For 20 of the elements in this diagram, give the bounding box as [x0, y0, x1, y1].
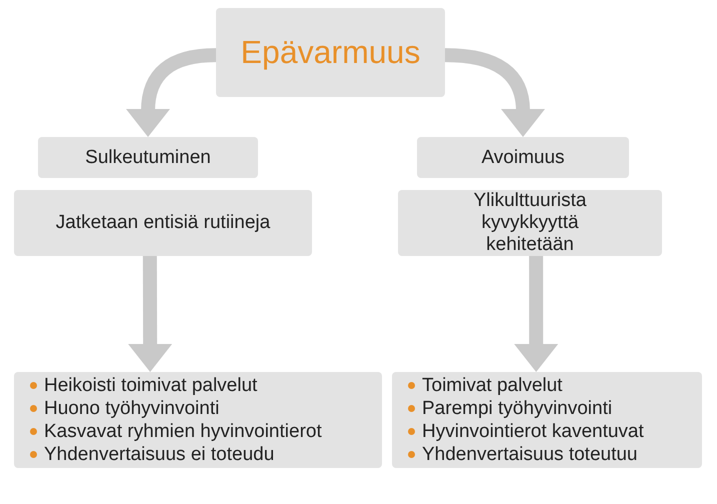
- bullet-item: Hyvinvointierot kaventuvat: [408, 420, 644, 443]
- bullet-item: Parempi työhyvinvointi: [408, 397, 612, 420]
- bullet-item: Yhdenvertaisuus toteutuu: [408, 443, 638, 466]
- bullet-item: Huono työhyvinvointi: [30, 397, 220, 420]
- bullet-item: Yhdenvertaisuus ei toteudu: [30, 443, 274, 466]
- box-label: Epävarmuus: [240, 34, 420, 71]
- box-label: Jatketaan entisiä rutiineja: [56, 212, 270, 234]
- process-box: [417, 137, 629, 178]
- process-box: [14, 190, 312, 256]
- outcome-list-box: [392, 372, 702, 468]
- process-box: [398, 190, 662, 256]
- bullet-item: Heikoisti toimivat palvelut: [30, 374, 258, 397]
- bullet-item: Toimivat palvelut: [408, 374, 562, 397]
- outcome-list-box: [14, 372, 382, 468]
- bullet-item: Kasvavat ryhmien hyvinvointierot: [30, 420, 322, 443]
- box-label: Ylikulttuurista kyvykkyyttä kehitetään: [472, 190, 588, 256]
- box-label: Avoimuus: [481, 146, 565, 168]
- title-box: [216, 8, 445, 97]
- process-box: [38, 137, 258, 178]
- box-label: Sulkeutuminen: [85, 146, 211, 168]
